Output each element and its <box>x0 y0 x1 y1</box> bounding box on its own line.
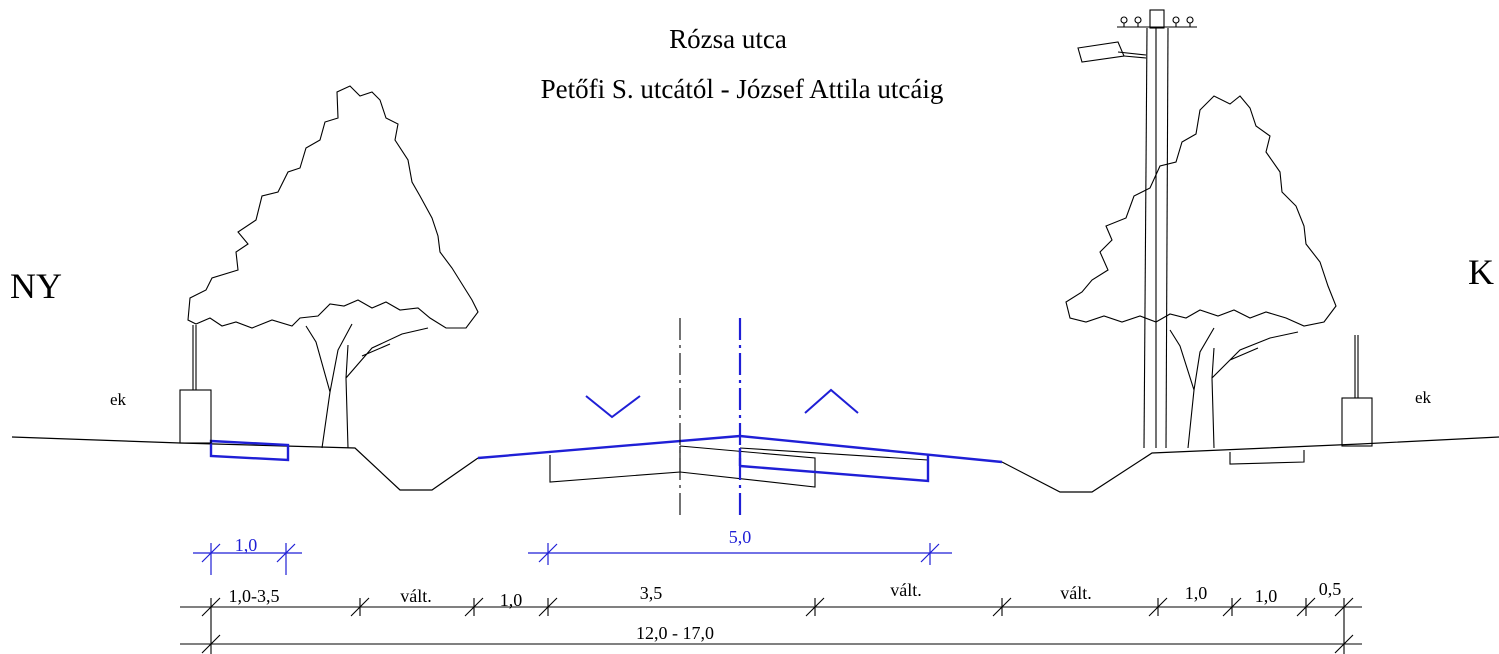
pavement-layer-line <box>739 447 929 461</box>
right-tree-icon <box>1065 95 1337 449</box>
ground-profile <box>11 436 1499 493</box>
dim-label: 1,0 <box>500 590 523 610</box>
blue-dimension-sidewalk: 1,0 <box>235 535 258 555</box>
dim-label: 1,0 <box>1185 583 1208 603</box>
dimension-chain <box>180 597 1362 654</box>
dimension-ticks <box>201 597 1354 654</box>
dim-label: 0,5 <box>1319 579 1342 599</box>
dim-label: 3,5 <box>640 583 663 603</box>
dim-label: vált. <box>890 580 922 600</box>
left-sidewalk-slab <box>209 439 290 462</box>
dim-label: 1,0-3,5 <box>229 586 280 606</box>
blue-dimension-roadway: 5,0 <box>729 527 752 547</box>
dim-label: 1,0 <box>1255 586 1278 606</box>
right-lane-new-layer <box>739 454 930 483</box>
left-fence-post <box>179 325 212 444</box>
dim-label-total: 12,0 - 17,0 <box>636 623 714 643</box>
slope-chevron-up-icon <box>804 388 859 414</box>
right-fence-post <box>1341 335 1373 447</box>
dim-label: vált. <box>1060 583 1092 603</box>
street-lamp-icon <box>1077 9 1197 449</box>
property-line-label-left: ek <box>110 390 127 409</box>
left-tree-icon <box>187 85 479 449</box>
property-line-label-right: ek <box>1415 388 1432 407</box>
title-street-name: Rózsa utca <box>669 24 787 54</box>
slope-indicators <box>585 388 859 419</box>
ground-line-left <box>11 436 479 491</box>
right-utility-box <box>1229 450 1305 465</box>
slope-chevron-down-icon <box>585 395 641 419</box>
direction-east-label: K <box>1468 252 1494 292</box>
dimension-labels-row1: 1,0-3,5 vált. 1,0 3,5 vált. vált. 1,0 1,… <box>229 579 1342 610</box>
blue-dimension-lines <box>193 543 952 575</box>
dim-label: vált. <box>400 586 432 606</box>
direction-west-label: NY <box>10 266 62 306</box>
road-surface <box>209 434 1003 483</box>
ground-line-right <box>1001 436 1499 493</box>
title-section-extent: Petőfi S. utcától - József Attila utcáig <box>541 74 944 104</box>
